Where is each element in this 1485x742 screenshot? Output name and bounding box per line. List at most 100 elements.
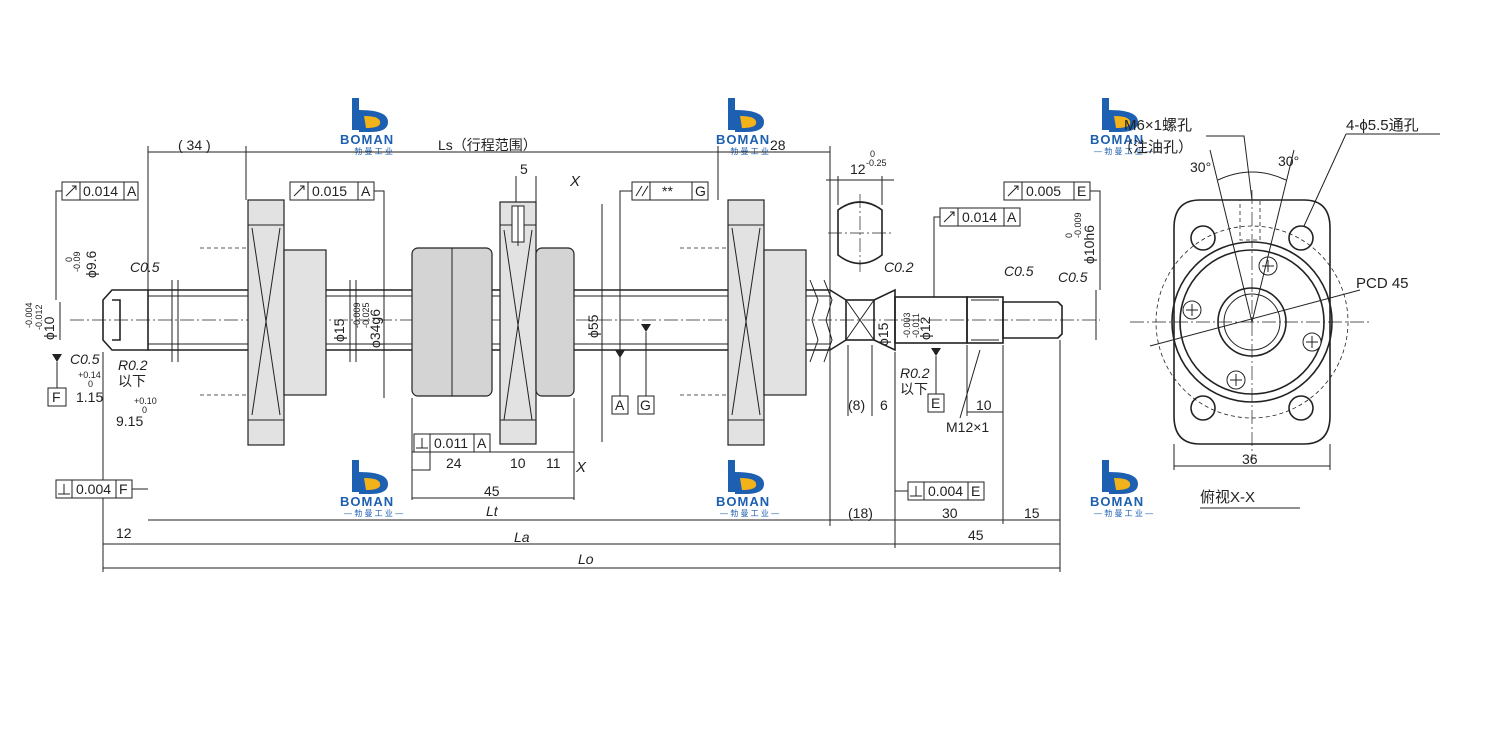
dim-12-tol: 12 — [850, 161, 866, 177]
dim-28: 28 — [770, 137, 786, 153]
flange-body-circle — [1171, 241, 1333, 403]
leader-lines — [55, 190, 1101, 492]
svg-text:0: 0 — [1064, 233, 1074, 238]
brand-logo: BOMAN — 勃 曼 工 业 — — [340, 98, 403, 156]
brand-logo: BOMAN — 勃 曼 工 业 — — [716, 460, 779, 518]
svg-text:C0.5: C0.5 — [1058, 269, 1088, 285]
svg-text:C0.5: C0.5 — [130, 259, 160, 275]
svg-text:-0.025: -0.025 — [361, 302, 371, 328]
brand-name: BOMAN — [716, 132, 770, 147]
svg-text:0.004: 0.004 — [76, 481, 111, 497]
dim-45-nut: 45 — [484, 483, 500, 499]
svg-text:-0.09: -0.09 — [72, 251, 82, 272]
brand-subtitle: — 勃 曼 工 业 — — [720, 146, 779, 156]
dim-24: 24 — [446, 455, 462, 471]
svg-text:-0.009: -0.009 — [1073, 212, 1083, 238]
through-hole — [1288, 395, 1314, 421]
brand-name: BOMAN — [340, 132, 394, 147]
svg-text:F: F — [52, 389, 61, 405]
svg-text:0: 0 — [142, 405, 147, 415]
dia-10: ϕ10 — [41, 316, 57, 340]
flange-outline — [1173, 199, 1331, 445]
datum-box: E — [927, 348, 945, 413]
dim-10-nut: 10 — [510, 455, 526, 471]
through-hole — [1288, 225, 1314, 251]
feature-control-frame: 0.015 A — [289, 181, 375, 201]
svg-text:A: A — [127, 183, 137, 199]
brand-logo: BOMAN — 勃 曼 工 业 — — [340, 460, 403, 518]
flange-top-view — [1130, 149, 1370, 470]
svg-text:G: G — [640, 397, 651, 413]
datum-box: G — [637, 324, 655, 415]
dim-36: 36 — [1242, 451, 1258, 467]
svg-text:-0.009: -0.009 — [352, 302, 362, 328]
view-title: 俯视X-X — [1200, 489, 1255, 506]
svg-text:-0.011: -0.011 — [911, 313, 921, 338]
brand-subtitle: — 勃 曼 工 业 — — [344, 146, 403, 156]
svg-text:0.005: 0.005 — [1026, 183, 1061, 199]
svg-text:-0.004: -0.004 — [24, 302, 34, 328]
perpendicularity-icon — [416, 438, 428, 449]
brand-subtitle: — 勃 曼 工 业 — — [720, 508, 779, 518]
svg-text:E: E — [1077, 183, 1086, 199]
svg-text:A: A — [477, 435, 487, 451]
wrench-flat — [845, 299, 875, 341]
svg-text:-0.003: -0.003 — [902, 312, 912, 338]
dim-10-thread: 10 — [976, 397, 992, 413]
dia-34g6: ϕ34g6 — [367, 309, 383, 348]
brand-subtitle: — 勃 曼 工 业 — — [1094, 508, 1153, 518]
through-hole — [1190, 225, 1216, 251]
perpendicularity-icon — [910, 486, 922, 497]
angle-30-left: 30° — [1190, 159, 1211, 175]
brand-name: BOMAN — [1090, 132, 1144, 147]
dia-9-6: ϕ9.6 — [83, 250, 99, 278]
svg-text:**: ** — [662, 183, 673, 199]
bore-circle — [1217, 287, 1287, 357]
dim-1-15: 1.15 — [76, 389, 103, 405]
svg-text:A: A — [361, 183, 371, 199]
brand-subtitle: — 勃 曼 工 业 — — [1094, 146, 1153, 156]
feature-control-frame: ** G — [631, 181, 709, 201]
svg-text:0.015: 0.015 — [312, 183, 347, 199]
shaft-side-view — [70, 199, 1100, 446]
svg-text:C0.5: C0.5 — [1004, 263, 1034, 279]
svg-text:E: E — [931, 395, 940, 411]
svg-text:F: F — [119, 481, 128, 497]
feature-control-frame: 0.005 E — [1003, 181, 1091, 201]
dimension-labels: ( 34 ) Ls（行程范围） 28 12 0 -0.25 5 X X ϕ9.6… — [24, 117, 1440, 567]
svg-text:0.011: 0.011 — [434, 435, 468, 451]
oil-hole-note: （注油孔） — [1118, 139, 1193, 156]
dim-45-end: 45 — [968, 527, 984, 543]
svg-text:0: 0 — [64, 257, 74, 262]
svg-text:0.014: 0.014 — [962, 209, 997, 225]
dim-34: ( 34 ) — [178, 137, 211, 153]
dimension-lines — [59, 146, 1097, 572]
section-mark-top: X — [569, 173, 581, 190]
dia-15-left: ϕ15 — [331, 318, 347, 342]
dia-12: ϕ12 — [917, 316, 933, 340]
dim-la: La — [514, 529, 530, 545]
svg-text:R0.2: R0.2 — [900, 365, 930, 381]
angle-30-right: 30° — [1278, 153, 1299, 169]
dim-lt: Lt — [486, 503, 499, 519]
svg-text:E: E — [971, 483, 980, 499]
brand-name: BOMAN — [1090, 494, 1144, 509]
svg-text:A: A — [615, 397, 625, 413]
svg-text:0.004: 0.004 — [928, 483, 963, 499]
brand-logo: BOMAN — 勃 曼 工 业 — — [716, 98, 779, 156]
svg-text:0.014: 0.014 — [83, 183, 118, 199]
feature-control-frame: 0.014 A — [61, 181, 139, 201]
feature-control-frame: 0.014 A — [939, 207, 1021, 227]
svg-text:0: 0 — [88, 379, 93, 389]
svg-text:以下: 以下 — [118, 373, 146, 389]
runout-icon — [65, 185, 77, 197]
svg-text:-0.012: -0.012 — [34, 304, 44, 330]
svg-text:G: G — [695, 183, 706, 199]
svg-text:A: A — [1007, 209, 1017, 225]
svg-text:+0.10: +0.10 — [134, 396, 157, 406]
runout-icon — [1007, 185, 1019, 197]
brand-name: BOMAN — [716, 494, 770, 509]
svg-text:C0.5: C0.5 — [70, 351, 100, 367]
svg-text:以下: 以下 — [900, 381, 928, 397]
